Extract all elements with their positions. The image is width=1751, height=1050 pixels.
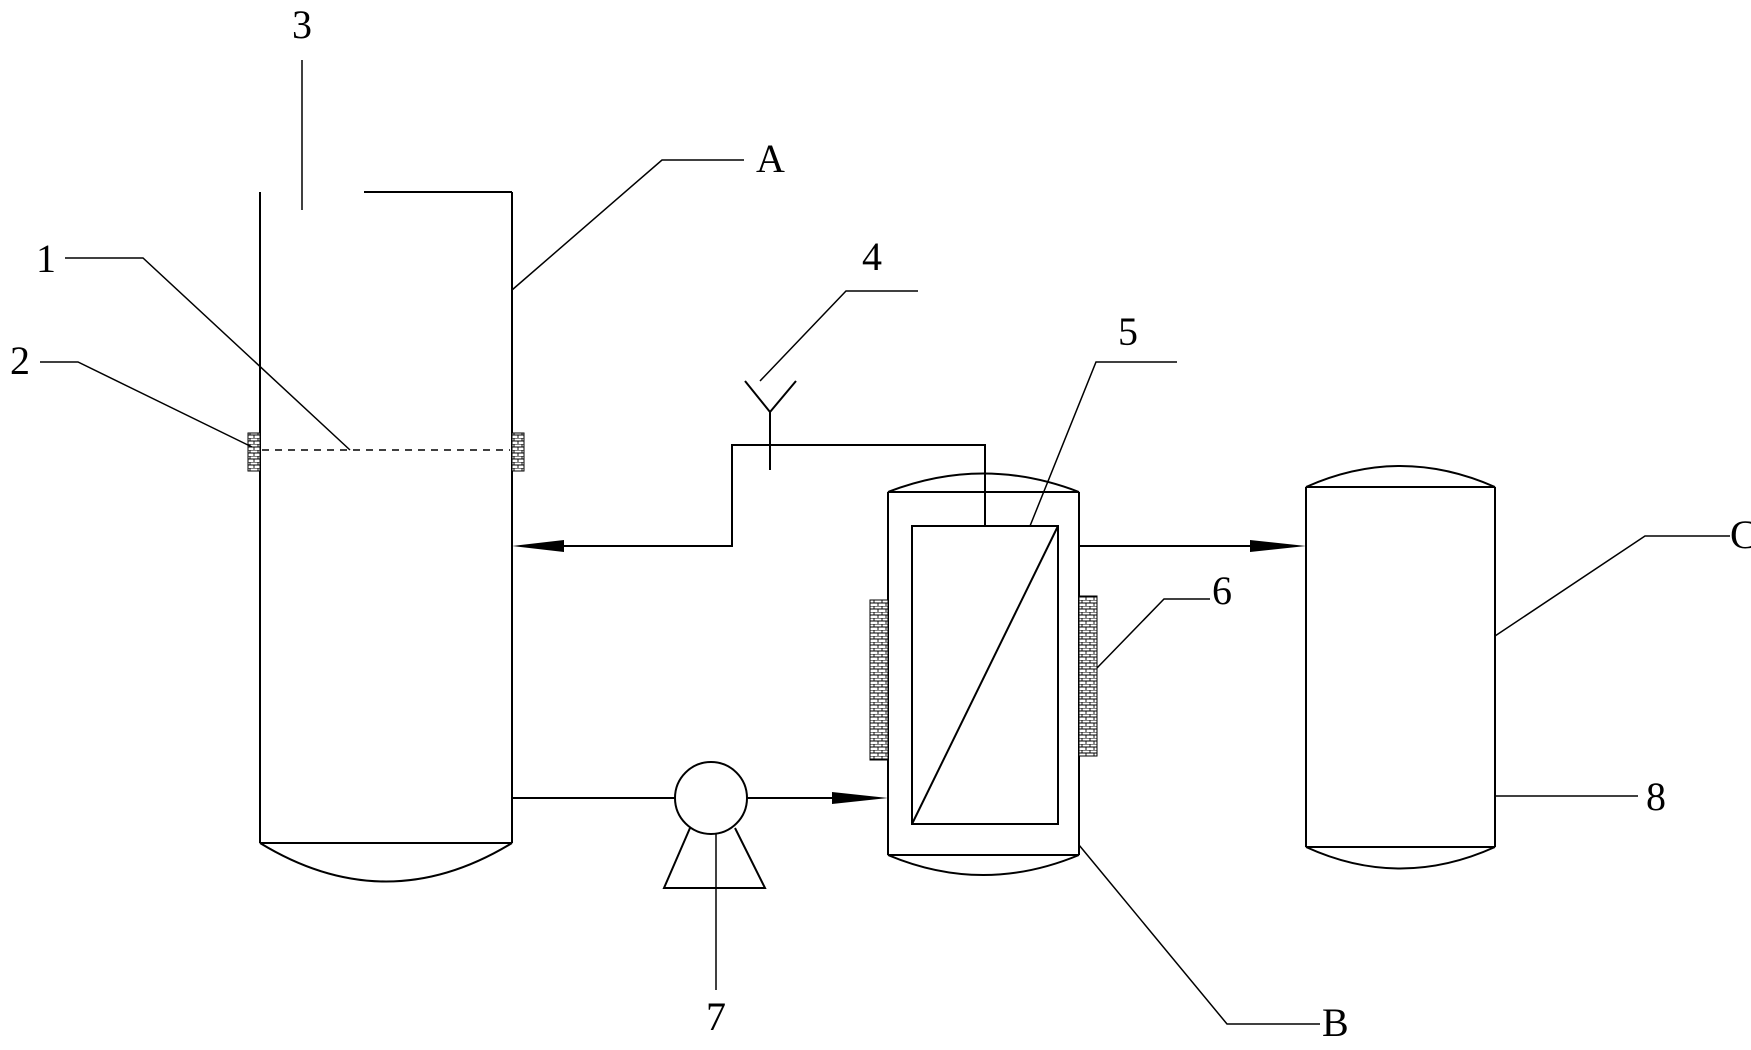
right-flange bbox=[511, 432, 525, 472]
label-3: 3 bbox=[292, 2, 312, 47]
vessel-a bbox=[259, 191, 513, 883]
label-1: 1 bbox=[36, 236, 56, 281]
leader-lines bbox=[40, 60, 1730, 1025]
label-a: A bbox=[756, 136, 785, 181]
left-flange bbox=[247, 432, 261, 472]
label-7: 7 bbox=[706, 994, 726, 1039]
label-4: 4 bbox=[862, 234, 882, 279]
label-8: 8 bbox=[1646, 774, 1666, 819]
label-6: 6 bbox=[1212, 568, 1232, 613]
label-5: 5 bbox=[1118, 309, 1138, 354]
heater-left bbox=[869, 599, 889, 761]
heater-right bbox=[1078, 595, 1098, 757]
vessel-b bbox=[887, 472, 1080, 876]
vessel-c bbox=[1305, 465, 1496, 870]
label-2: 2 bbox=[10, 338, 30, 383]
label-c: C bbox=[1730, 512, 1751, 557]
label-b: B bbox=[1322, 1000, 1349, 1045]
piping bbox=[512, 380, 1306, 804]
pump bbox=[662, 761, 767, 889]
